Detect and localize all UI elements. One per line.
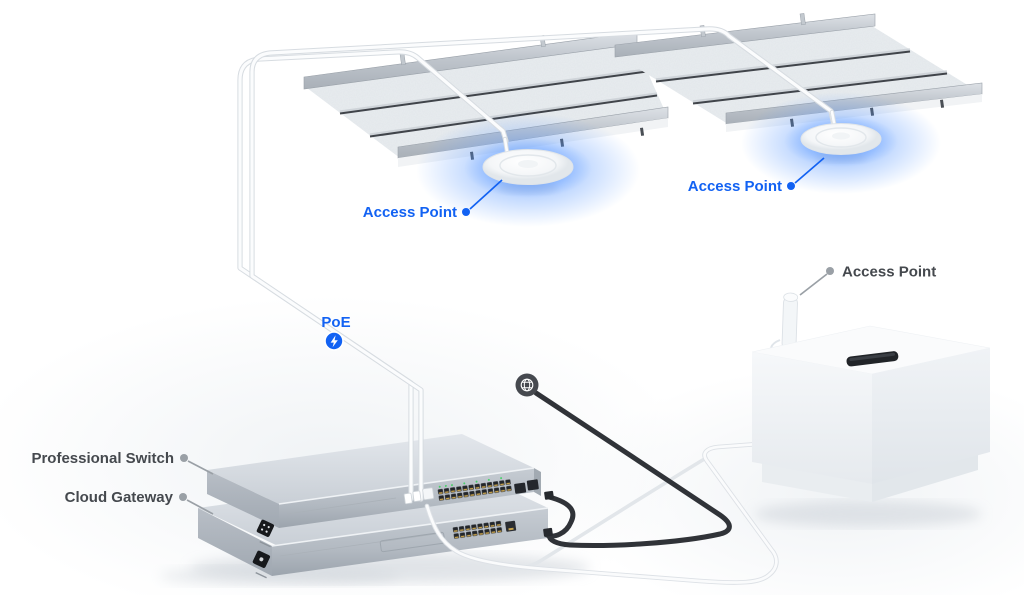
t-bar-rail	[339, 68, 648, 114]
box-front-left-face	[752, 352, 872, 484]
ceiling-ap-left-label: Access Point	[363, 204, 457, 221]
access-point-disc-left	[482, 136, 574, 194]
leader-line	[799, 273, 828, 296]
switch-label: Professional Switch	[31, 450, 174, 467]
antenna	[781, 292, 799, 351]
leader-dot	[180, 454, 188, 462]
cable-connector	[544, 490, 554, 500]
callout-ceiling-ap-left: Access Point	[363, 179, 503, 221]
t-bar-groove	[655, 50, 911, 83]
leader-line	[187, 460, 214, 475]
switch-left-face	[207, 470, 279, 528]
floor-cable-core	[425, 442, 778, 584]
leader-dot	[462, 208, 470, 216]
gateway-edge-highlight	[271, 507, 549, 547]
rail-clip	[940, 99, 945, 108]
compact-ap-label: Access Point	[842, 264, 936, 281]
switch-top-face	[207, 434, 534, 504]
box-base-right	[872, 452, 978, 502]
poe-lightning-icon	[324, 331, 344, 351]
callout-compact-ap: Access Point	[799, 264, 936, 296]
disc-ring	[499, 154, 557, 177]
poe-callout: PoE	[321, 314, 351, 351]
hanger-tab	[399, 53, 406, 66]
ceiling-ap-right-label: Access Point	[688, 178, 782, 195]
hanger-tab	[799, 13, 806, 26]
gateway-model-text	[255, 572, 267, 579]
rail-clip	[640, 127, 645, 136]
port-leds	[438, 477, 503, 488]
back-rail	[614, 13, 876, 58]
t-bar-groove	[692, 72, 948, 105]
gateway-display	[252, 550, 271, 568]
disc-ring	[815, 127, 867, 148]
compact-access-point	[751, 292, 991, 527]
leader-line	[186, 499, 214, 515]
gateway-vent-line	[279, 532, 443, 557]
leader-dot	[179, 493, 187, 501]
leader-line	[794, 157, 825, 184]
switch-display	[256, 519, 275, 537]
internet-cable	[533, 390, 732, 549]
t-bar-rail	[692, 70, 948, 104]
t-bar-groove	[339, 70, 648, 115]
leader-dot	[787, 182, 795, 190]
box-handle	[846, 351, 899, 367]
callout-ceiling-ap-right: Access Point	[688, 157, 825, 195]
switch-sfp-ports	[514, 479, 539, 494]
stack-shadow-soft	[160, 566, 400, 586]
leader-line	[469, 179, 503, 210]
switch-port-block	[437, 477, 513, 502]
switch-edge-highlight	[278, 467, 535, 505]
poe-cables	[237, 26, 837, 502]
poe-cable-right	[250, 27, 836, 501]
cable-connector	[543, 527, 553, 537]
box-shadow	[754, 501, 982, 527]
access-point-disc-right	[800, 109, 882, 163]
disc-center	[518, 160, 538, 168]
gateway-left-face	[198, 508, 272, 576]
black-cables	[533, 390, 732, 549]
switch-gateway-patch-cable	[544, 494, 576, 539]
gateway-wan-port	[505, 520, 517, 532]
t-bar-rail	[655, 48, 911, 82]
callout-gateway: Cloud Gateway	[65, 489, 214, 515]
leader-dot	[826, 267, 834, 275]
switch-vent-line	[286, 497, 397, 515]
switch-cable-plugs	[403, 487, 435, 505]
disc-center	[832, 132, 850, 140]
switch-model-text	[259, 541, 271, 548]
gateway-lan-ports	[452, 520, 504, 540]
disc-shadow	[815, 153, 867, 163]
box-base-left	[762, 462, 872, 502]
gateway-label: Cloud Gateway	[65, 489, 174, 506]
internet-globe-icon	[515, 373, 539, 397]
disc-shadow	[498, 182, 558, 194]
box-front-right-face	[872, 348, 990, 484]
poe-label: PoE	[321, 314, 350, 331]
callout-switch: Professional Switch	[31, 450, 214, 475]
